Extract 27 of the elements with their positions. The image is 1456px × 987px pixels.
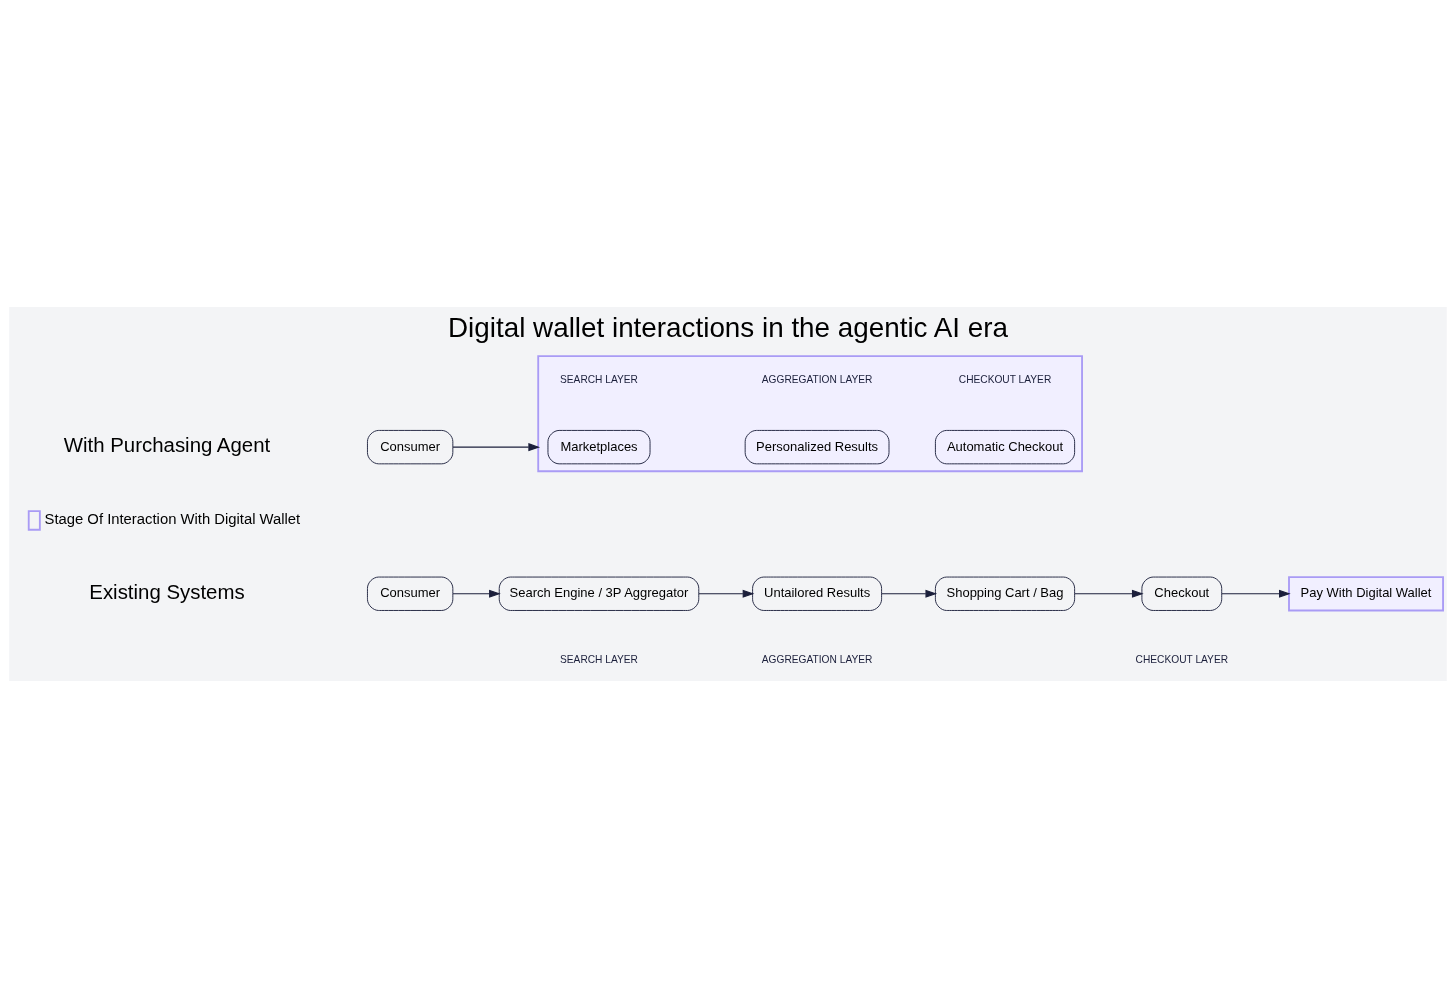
node-box: Pay With Digital Wallet bbox=[1288, 575, 1444, 611]
node-box: Consumer bbox=[367, 429, 454, 464]
label: CHECKOUT LAYER bbox=[958, 373, 1052, 385]
label: AGGREGATION LAYER bbox=[761, 653, 873, 665]
node-box: Search Engine / 3P Aggregator bbox=[498, 576, 700, 611]
node-box: Automatic Checkout bbox=[934, 429, 1076, 464]
arrow bbox=[452, 589, 501, 598]
node-box: Shopping Cart / Bag bbox=[934, 576, 1076, 611]
label: SEARCH LAYER bbox=[560, 653, 638, 665]
node-box: Personalized Results bbox=[744, 429, 890, 464]
label: CHECKOUT LAYER bbox=[1135, 653, 1229, 665]
node-box: Untailored Results bbox=[752, 576, 883, 611]
node-box: Marketplaces bbox=[547, 429, 651, 464]
arrow bbox=[698, 589, 755, 598]
label: SEARCH LAYER bbox=[560, 373, 638, 385]
diagram-title: Digital wallet interactions in the agentic AI era bbox=[448, 311, 1008, 343]
label: With Purchasing Agent bbox=[63, 433, 271, 456]
cluster bbox=[537, 354, 1083, 472]
node-box: Checkout bbox=[1141, 576, 1223, 611]
label: Existing Systems bbox=[89, 580, 245, 603]
label: AGGREGATION LAYER bbox=[761, 373, 873, 385]
legend-label: Stage Of Interaction With Digital Wallet bbox=[44, 510, 301, 527]
arrow bbox=[1221, 589, 1291, 598]
arrow bbox=[452, 442, 541, 451]
node-box: Consumer bbox=[367, 576, 454, 611]
arrow bbox=[1074, 589, 1144, 598]
arrow bbox=[881, 589, 938, 598]
